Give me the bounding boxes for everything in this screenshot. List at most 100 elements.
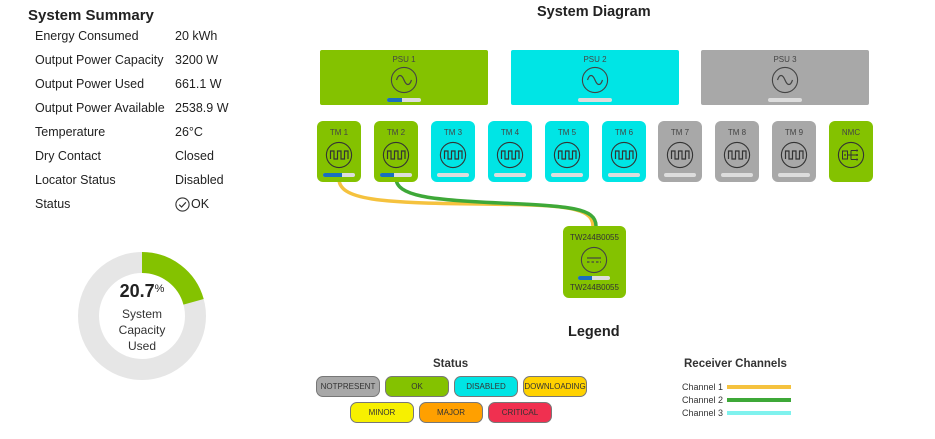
network-hub-icon	[837, 141, 865, 169]
square-wave-icon	[439, 141, 467, 169]
legend-channels-heading: Receiver Channels	[684, 358, 787, 370]
channel-1-cable	[337, 177, 595, 227]
summary-title: System Summary	[28, 7, 154, 24]
psu-label: PSU 2	[583, 55, 607, 64]
capacity-label-line: System	[121, 307, 162, 321]
channel-swatch	[727, 411, 791, 415]
capacity-readout: 20.7% System Capacity Used	[77, 281, 207, 354]
legend-status-major: MAJOR	[419, 402, 483, 423]
module-label: TM 9	[784, 128, 804, 137]
summary-row-value: 661.1 W	[175, 77, 222, 91]
receiver-load-bar	[578, 276, 610, 280]
module-label: TM 4	[500, 128, 520, 137]
capacity-unit: %	[154, 283, 165, 295]
psu-2[interactable]: PSU 2	[511, 50, 679, 105]
module-label: TM 5	[557, 128, 577, 137]
status-value: OK	[175, 194, 209, 214]
module-load-bar	[437, 173, 469, 177]
module-load-bar	[664, 173, 696, 177]
dc-output-icon	[580, 246, 608, 274]
channel-label: Channel 3	[682, 408, 724, 418]
summary-row-label: Dry Contact	[35, 149, 101, 163]
module-tm-8[interactable]: TM 8	[715, 121, 759, 182]
module-tm-9[interactable]: TM 9	[772, 121, 816, 182]
capacity-label-line: Used	[127, 339, 156, 353]
module-label: TM 3	[443, 128, 463, 137]
summary-row-label: Status	[35, 197, 71, 211]
module-tm-7[interactable]: TM 7	[658, 121, 702, 182]
module-load-bar	[778, 173, 810, 177]
summary-row-label: Temperature	[35, 125, 106, 139]
summary-row-value: 3200 W	[175, 53, 219, 67]
module-tm-1[interactable]: TM 1	[317, 121, 361, 182]
square-wave-icon	[666, 141, 694, 169]
square-wave-icon	[780, 141, 808, 169]
psu-load-bar	[578, 98, 612, 102]
module-tm-4[interactable]: TM 4	[488, 121, 532, 182]
channel-swatch	[727, 385, 791, 389]
square-wave-icon	[496, 141, 524, 169]
summary-row-value: Disabled	[175, 173, 224, 187]
summary-row-label: Locator Status	[35, 173, 116, 187]
summary-row-label: Output Power Available	[35, 101, 165, 115]
capacity-donut	[78, 252, 206, 380]
check-circle-icon	[175, 196, 190, 212]
summary-row-value: 2538.9 W	[175, 101, 229, 115]
legend-status-heading: Status	[433, 358, 469, 370]
legend-status-ok: OK	[385, 376, 449, 397]
module-load-bar	[380, 173, 412, 177]
summary-row-value: 26°C	[175, 125, 203, 139]
channel-swatch	[727, 398, 791, 402]
receiver-tw244b0055[interactable]: TW244B0055 TW244B0055	[563, 226, 626, 298]
channel-label: Channel 1	[682, 382, 724, 392]
module-label: TM 2	[386, 128, 406, 137]
ac-sine-wave-icon	[771, 66, 799, 94]
capacity-label-line: Capacity	[118, 323, 166, 337]
psu-load-bar	[387, 98, 421, 102]
capacity-label: System Capacity Used	[77, 306, 207, 354]
legend-status-disabled: DISABLED	[454, 376, 518, 397]
ac-sine-wave-icon	[581, 66, 609, 94]
module-label: TM 6	[614, 128, 634, 137]
summary-row-label: Output Power Capacity	[35, 53, 164, 67]
psu-label: PSU 1	[392, 55, 416, 64]
status-value-text: OK	[191, 197, 210, 211]
capacity-value: 20.7	[119, 281, 155, 301]
module-nmc[interactable]: NMC	[829, 121, 873, 182]
psu-3[interactable]: PSU 3	[701, 50, 869, 105]
channel-2-cable	[394, 177, 598, 227]
legend-channel-1: Channel 1	[682, 381, 812, 393]
legend-channel-3: Channel 3	[682, 407, 812, 419]
receiver-load-fill	[578, 276, 593, 280]
psu-label: PSU 3	[773, 55, 797, 64]
module-load-bar	[494, 173, 526, 177]
channel-label: Channel 2	[682, 395, 724, 405]
square-wave-icon	[382, 141, 410, 169]
module-tm-5[interactable]: TM 5	[545, 121, 589, 182]
module-tm-3[interactable]: TM 3	[431, 121, 475, 182]
legend-status-critical: CRITICAL	[488, 402, 552, 423]
summary-row-value: 20 kWh	[175, 29, 218, 43]
square-wave-icon	[723, 141, 751, 169]
summary-row-label: Energy Consumed	[35, 29, 139, 43]
module-load-fill	[380, 173, 395, 177]
module-load-bar	[608, 173, 640, 177]
module-load-bar	[551, 173, 583, 177]
module-label: TM 7	[670, 128, 690, 137]
module-load-fill	[323, 173, 343, 177]
module-label: NMC	[841, 128, 861, 137]
diagram-title: System Diagram	[537, 4, 651, 20]
psu-1[interactable]: PSU 1	[320, 50, 488, 105]
receiver-label-bottom: TW244B0055	[570, 283, 619, 292]
legend-channel-2: Channel 2	[682, 394, 812, 406]
module-label: TM 1	[329, 128, 349, 137]
legend-status-downloading: DOWNLOADING	[523, 376, 587, 397]
module-tm-2[interactable]: TM 2	[374, 121, 418, 182]
square-wave-icon	[610, 141, 638, 169]
summary-row-label: Output Power Used	[35, 77, 145, 91]
module-label: TM 8	[727, 128, 747, 137]
legend-status-minor: MINOR	[350, 402, 414, 423]
psu-load-fill	[387, 98, 403, 102]
module-load-bar	[323, 173, 355, 177]
module-tm-6[interactable]: TM 6	[602, 121, 646, 182]
